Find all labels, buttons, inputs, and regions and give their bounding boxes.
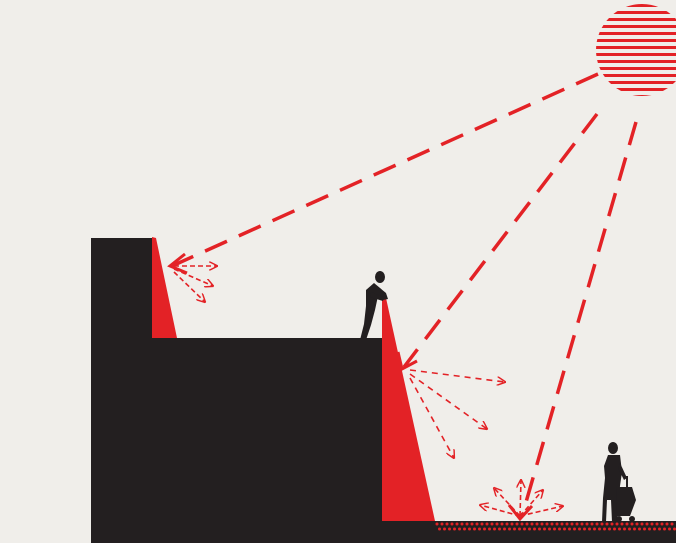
ground-dot [473, 528, 476, 531]
ground-dot [436, 523, 439, 526]
ground-dot [536, 523, 539, 526]
ground-dot [571, 523, 574, 526]
ground-dot [478, 528, 481, 531]
ground-dot [481, 523, 484, 526]
ground-dot [508, 528, 511, 531]
ground-dot [528, 528, 531, 531]
ground-dot [463, 528, 466, 531]
ground-dot [468, 528, 471, 531]
ground-dot [551, 523, 554, 526]
ground-dot [491, 523, 494, 526]
ground-dot [611, 523, 614, 526]
ground-dot [666, 523, 669, 526]
ground-dot [588, 528, 591, 531]
ground-dot [453, 528, 456, 531]
ground-dot [618, 528, 621, 531]
ground-dot [598, 528, 601, 531]
ground-dot [658, 528, 661, 531]
ground-dot [441, 523, 444, 526]
ground-dot [488, 528, 491, 531]
ground-dot [558, 528, 561, 531]
ground-dot [466, 523, 469, 526]
ground-dot [643, 528, 646, 531]
ground-dot [531, 523, 534, 526]
ground-dot [448, 528, 451, 531]
ground-dot [506, 523, 509, 526]
ground-dot [511, 523, 514, 526]
ground-dot [523, 528, 526, 531]
ground-dot [483, 528, 486, 531]
ground-dot [541, 523, 544, 526]
ground-dot [521, 523, 524, 526]
ground-dot [461, 523, 464, 526]
ground-dot [661, 523, 664, 526]
ground-dot [546, 523, 549, 526]
ground-dot [496, 523, 499, 526]
ground-dot [476, 523, 479, 526]
ground-dot [663, 528, 666, 531]
ground-dot [498, 528, 501, 531]
ground-dot [603, 528, 606, 531]
ground-dot [596, 523, 599, 526]
ground-dot [581, 523, 584, 526]
ground-dot [633, 528, 636, 531]
ground-dot [543, 528, 546, 531]
ground-dot [556, 523, 559, 526]
ground-dot [533, 528, 536, 531]
ground-dot [638, 528, 641, 531]
ground-dot [646, 523, 649, 526]
ground-dot [456, 523, 459, 526]
ground-dot [631, 523, 634, 526]
ground-dot [493, 528, 496, 531]
ground-dot [616, 523, 619, 526]
ground-dot [548, 528, 551, 531]
ground-dot [446, 523, 449, 526]
ground-dot [583, 528, 586, 531]
ground-dot [648, 528, 651, 531]
ground-dot [671, 523, 674, 526]
ground-dot [636, 523, 639, 526]
ground-dot [518, 528, 521, 531]
ground-dot [553, 528, 556, 531]
ground-dot [486, 523, 489, 526]
ground-dot [566, 523, 569, 526]
ground-dot [578, 528, 581, 531]
ground-dot [651, 523, 654, 526]
ground-dot [576, 523, 579, 526]
ground-dot [458, 528, 461, 531]
ground-dot [601, 523, 604, 526]
ground-dot [538, 528, 541, 531]
ground-dot [656, 523, 659, 526]
ground-dot [503, 528, 506, 531]
ground-dot [471, 523, 474, 526]
ground-dot [513, 528, 516, 531]
ground-dot [628, 528, 631, 531]
ground-dot [653, 528, 656, 531]
ground-dot [641, 523, 644, 526]
ground-dot [593, 528, 596, 531]
ground-dot [516, 523, 519, 526]
ground-dot [563, 528, 566, 531]
ground-dot [668, 528, 671, 531]
ground-dot [591, 523, 594, 526]
ground-dot [621, 523, 624, 526]
ground-dot [606, 523, 609, 526]
ground-dot [613, 528, 616, 531]
ground-dot [586, 523, 589, 526]
ground-dot [608, 528, 611, 531]
ground-dot [626, 523, 629, 526]
ground-dot [438, 528, 441, 531]
ground-dot [501, 523, 504, 526]
ground-dot [573, 528, 576, 531]
ground-dot [568, 528, 571, 531]
ground-dot [443, 528, 446, 531]
ground-dot [561, 523, 564, 526]
ground-dot [451, 523, 454, 526]
ground-dot [526, 523, 529, 526]
ground-dot [623, 528, 626, 531]
